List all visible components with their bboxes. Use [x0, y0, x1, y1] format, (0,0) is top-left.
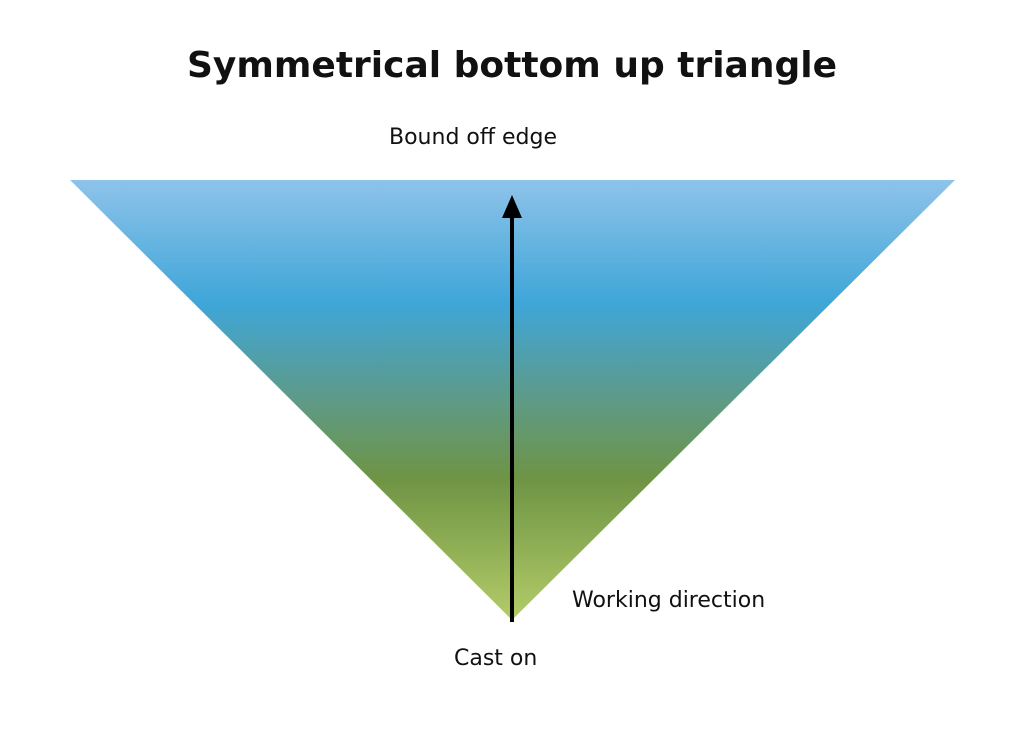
working-direction-label: Working direction	[572, 588, 766, 613]
working-direction-arrow-head	[502, 195, 522, 218]
bound-off-edge-label: Bound off edge	[389, 125, 558, 150]
page-title: Symmetrical bottom up triangle	[186, 45, 838, 86]
cast-on-label: Cast on	[454, 646, 538, 671]
